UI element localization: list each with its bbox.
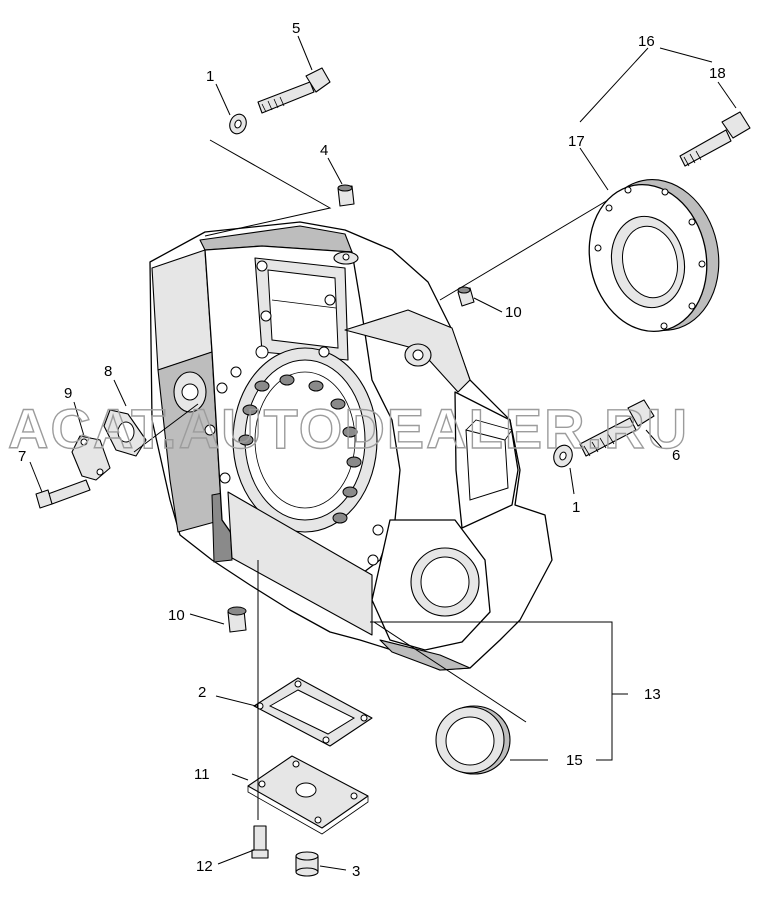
callout-2: 2 [198,684,206,701]
leader-lines [29,35,737,871]
plug-10-top [457,286,475,307]
callout-7: 7 [18,448,26,465]
bolt-12 [251,825,269,859]
callout-1-top: 1 [206,68,214,85]
callout-13: 13 [644,686,661,703]
callout-8: 8 [104,363,112,380]
watermark-text: ACAT.AUTODEALER.RU [8,397,689,460]
bolt-5 [257,67,331,114]
callout-18: 18 [709,65,726,82]
seal-15 [435,705,511,775]
plug-10-bottom [227,606,247,633]
callout-15: 15 [566,752,583,769]
callout-4: 4 [320,142,328,159]
bolt-6 [579,399,655,457]
bolt-18 [679,111,751,167]
callout-1-right: 1 [572,499,580,516]
washer-1-top [229,113,247,135]
callout-12: 12 [196,858,213,875]
gasket-8 [103,409,147,457]
callout-3: 3 [352,863,360,880]
callout-17: 17 [568,133,585,150]
seal-cover-plate [588,179,720,333]
callout-labels: 1 5 4 16 18 17 10 8 9 7 6 1 10 2 13 11 1… [18,20,726,880]
dowel-3 [295,851,319,877]
flywheel-housing [149,221,553,671]
cover-9 [71,435,111,481]
washer-1-right [553,444,573,468]
callout-6: 6 [672,447,680,464]
callout-9: 9 [64,385,72,402]
callout-16: 16 [638,33,655,50]
callout-5: 5 [292,20,300,37]
bolt-7 [35,479,91,509]
callout-10-top: 10 [505,304,522,321]
cover-11 [247,755,369,835]
plug-4 [337,184,355,207]
gasket-2 [253,677,373,747]
callout-10-bottom: 10 [168,607,185,624]
callout-11: 11 [194,766,210,783]
